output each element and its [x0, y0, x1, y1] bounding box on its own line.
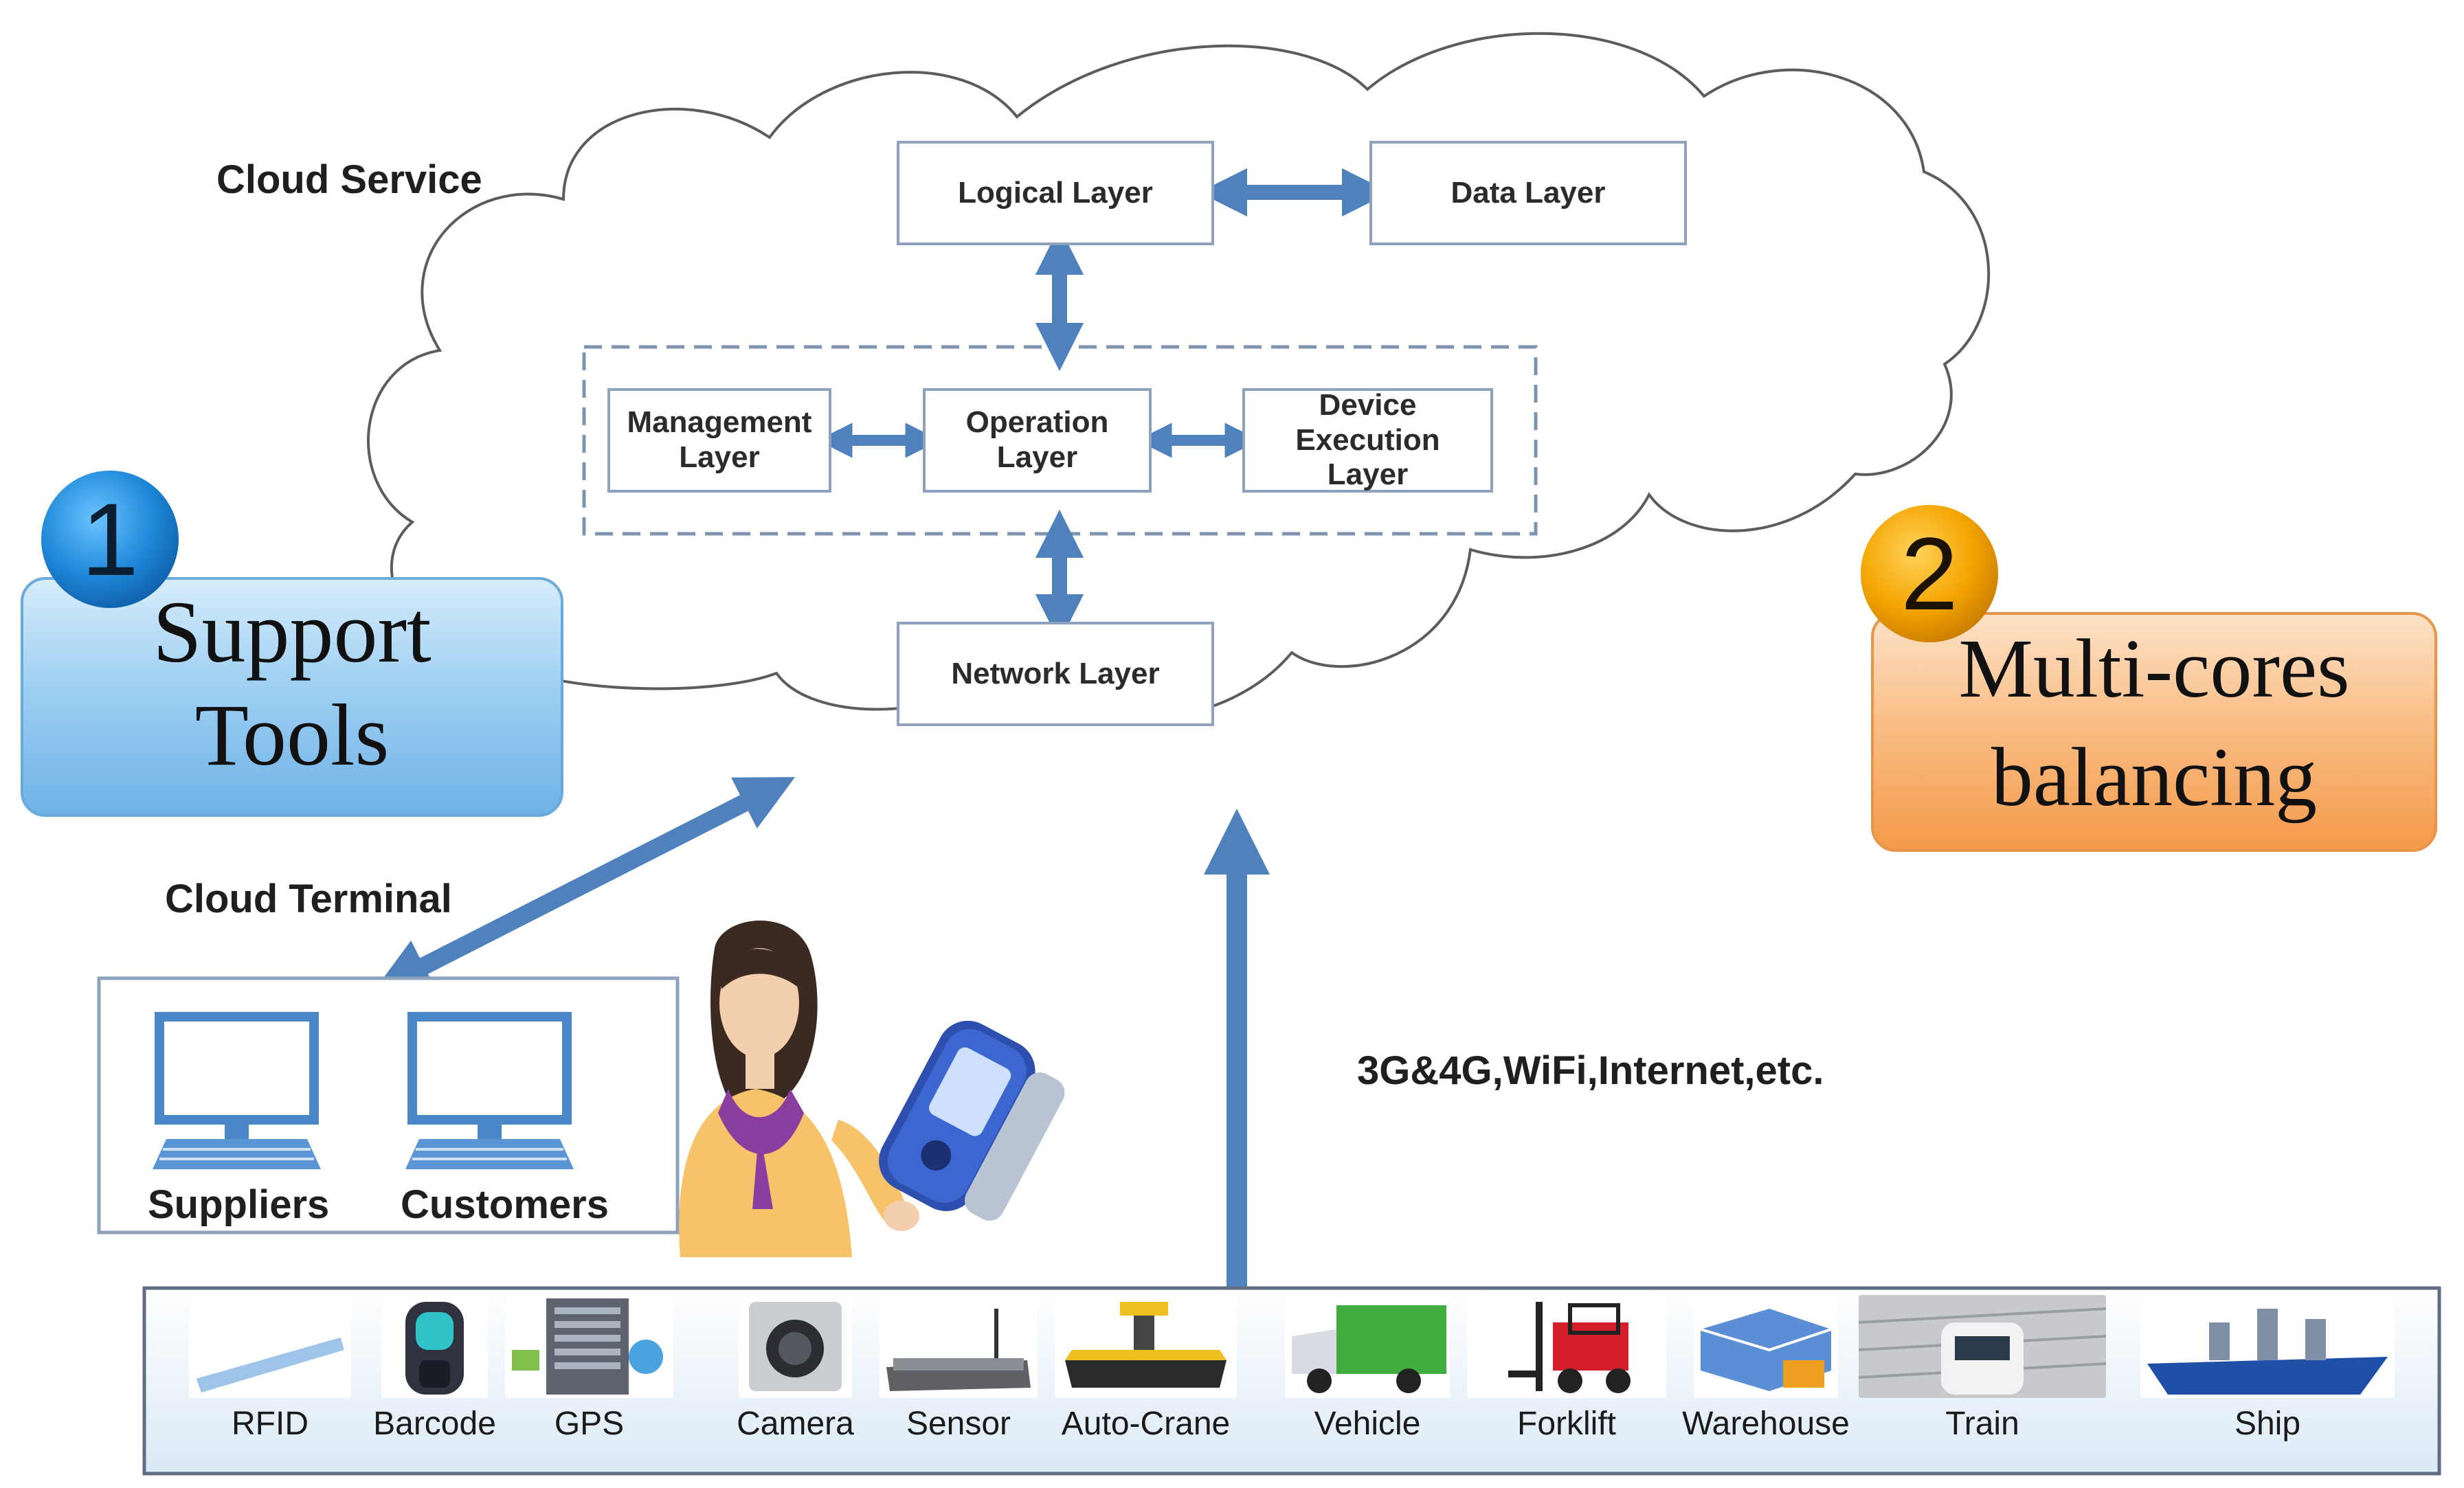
device-image: [1055, 1295, 1237, 1398]
device-train: Train: [1859, 1295, 2106, 1443]
management-layer-line1: Management: [627, 405, 812, 440]
logical-layer-box: Logical Layer: [897, 141, 1214, 245]
device-rfid: RFID: [189, 1295, 351, 1443]
device-label: Auto-Crane: [1061, 1406, 1231, 1442]
device-ship: Ship: [2140, 1295, 2395, 1443]
device-camera: Camera: [737, 1295, 854, 1443]
device-image: [2140, 1295, 2395, 1398]
device-image: [1285, 1295, 1450, 1398]
network-layer-box: Network Layer: [897, 622, 1214, 726]
multi-cores-balancing-line2: balancing: [1991, 731, 2318, 824]
support-tools-line2: Tools: [194, 686, 390, 784]
arrow-cloud-terminal: [372, 777, 796, 992]
data-layer-label: Data Layer: [1451, 175, 1606, 210]
device-sensor: Sensor: [880, 1295, 1038, 1443]
operation-layer-line1: Operation: [965, 405, 1109, 440]
badge-2-number: 2: [1901, 516, 1958, 631]
device-label: Forklift: [1517, 1406, 1616, 1442]
network-layer-label: Network Layer: [951, 656, 1160, 690]
badge-1-number: 1: [81, 482, 139, 597]
device-image: [505, 1295, 673, 1398]
logical-layer-label: Logical Layer: [958, 175, 1153, 210]
device-image: [381, 1295, 488, 1398]
device-forklift: Forklift: [1467, 1295, 1666, 1443]
woman-illustration: [679, 921, 919, 1257]
device-barcode: Barcode: [373, 1295, 496, 1443]
cloud-terminal-label: Cloud Terminal: [165, 877, 452, 921]
device-image: [1694, 1295, 1838, 1398]
device-label: RFID: [232, 1406, 309, 1442]
device-label: Camera: [737, 1406, 854, 1442]
device-vehicle: Vehicle: [1285, 1295, 1450, 1443]
operation-layer-line2: Layer: [996, 440, 1078, 474]
cloud-service-label: Cloud Service: [216, 157, 482, 202]
device-auto-crane: Auto-Crane: [1055, 1295, 1237, 1443]
device-execution-layer-line2: Layer: [1327, 458, 1409, 492]
device-label: Barcode: [373, 1406, 496, 1442]
device-label: GPS: [554, 1406, 625, 1442]
device-warehouse: Warehouse: [1682, 1295, 1850, 1443]
monitor-icon: [153, 1012, 321, 1169]
device-label: Train: [1945, 1406, 2019, 1442]
cloud-icon: [366, 32, 1991, 722]
customers-label: Customers: [401, 1182, 609, 1227]
management-layer-line2: Layer: [679, 440, 760, 474]
device-image: [1859, 1295, 2106, 1398]
support-tools-text: Support Tools: [22, 580, 562, 787]
badge-1: [41, 471, 179, 608]
multi-cores-balancing-text: Multi-cores balancing: [1872, 615, 2436, 832]
device-image: [1467, 1295, 1666, 1398]
device-execution-layer-box: Device Execution Layer: [1242, 388, 1493, 493]
device-label: Vehicle: [1314, 1406, 1421, 1442]
data-layer-box: Data Layer: [1369, 141, 1687, 245]
handheld-device-icon: [879, 1020, 1065, 1221]
support-tools-line1: Support: [153, 583, 432, 681]
monitor-icon: [405, 1012, 574, 1169]
support-tools-callout: [21, 471, 563, 817]
device-image: [880, 1295, 1038, 1398]
device-label: Warehouse: [1682, 1406, 1850, 1442]
suppliers-label: Suppliers: [148, 1182, 330, 1227]
multi-cores-balancing-line1: Multi-cores: [1958, 622, 2350, 715]
device-image: [189, 1295, 351, 1398]
operation-layer-box: Operation Layer: [923, 388, 1152, 493]
device-execution-layer-line1: Device Execution: [1295, 388, 1440, 457]
connectivity-label: 3G&4G,WiFi,Internet,etc.: [1357, 1048, 1824, 1093]
multi-cores-balancing-callout: [1861, 505, 2437, 852]
management-layer-box: Management Layer: [607, 388, 831, 493]
badge-2: [1861, 505, 1998, 642]
device-image: [739, 1295, 852, 1398]
device-label: Ship: [2234, 1406, 2301, 1442]
device-label: Sensor: [906, 1406, 1011, 1442]
device-gps: GPS: [505, 1295, 673, 1443]
